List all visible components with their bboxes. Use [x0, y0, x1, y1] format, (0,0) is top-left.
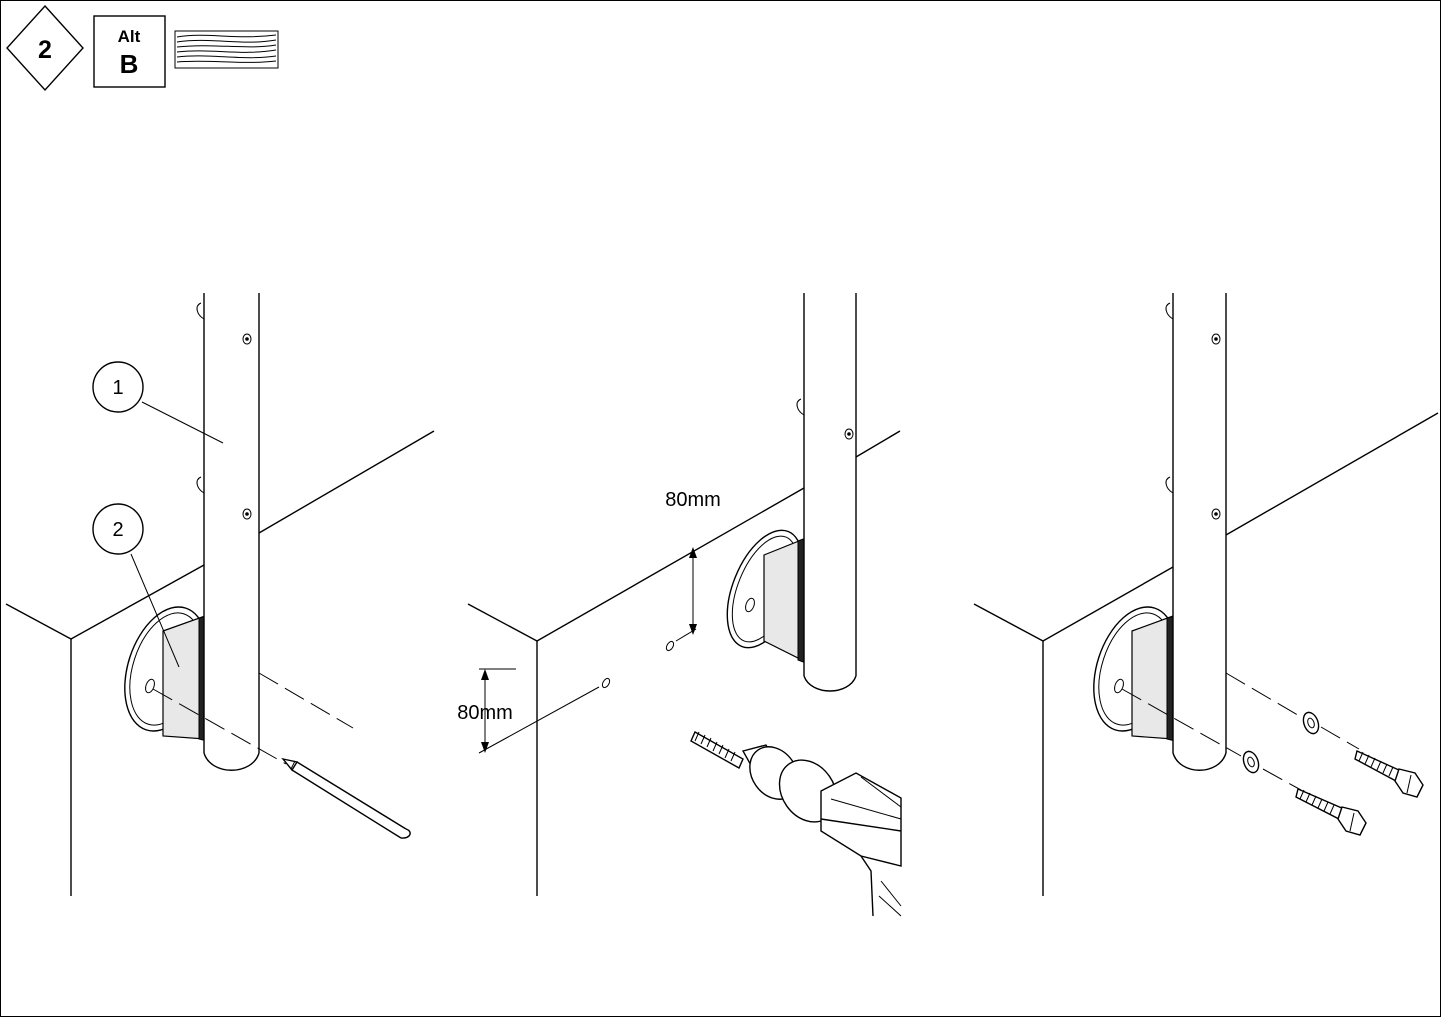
bracket	[1093, 606, 1177, 742]
alt-label-bottom: B	[120, 49, 139, 79]
dimension-lower: 80mm	[457, 668, 600, 754]
panel-drill: 80mm 80mm	[457, 293, 902, 917]
callout-1: 1	[92, 361, 224, 444]
post	[196, 293, 260, 771]
dimension-lower-label: 80mm	[457, 702, 513, 724]
fix-axis-upper	[1225, 672, 1302, 718]
post	[796, 293, 857, 692]
fix-axis-lower	[1121, 688, 1242, 757]
step-badge: 2	[6, 4, 84, 92]
bracket	[726, 529, 807, 664]
washer-icon	[1242, 750, 1260, 774]
pencil-icon	[281, 757, 411, 839]
wood-grain-icon	[174, 30, 279, 69]
mark-line-lower	[152, 688, 287, 765]
panel-mark: 1 2	[5, 293, 435, 896]
bracket	[124, 606, 208, 742]
lag-screw-icon	[1295, 788, 1367, 836]
deck-edge	[5, 430, 435, 896]
callout-2: 2	[92, 503, 180, 668]
deck-edge	[973, 412, 1439, 896]
alternative-badge: Alt B	[93, 15, 166, 88]
step-number: 2	[38, 36, 52, 64]
callout-1-label: 1	[112, 377, 123, 399]
deck-edge	[467, 430, 901, 896]
alt-label-top: Alt	[118, 27, 141, 46]
post	[1165, 293, 1227, 771]
washer-icon	[1302, 711, 1320, 735]
pilot-hole-upper	[665, 640, 675, 652]
drill-icon	[690, 731, 902, 917]
fix-axis-upper-2	[1320, 726, 1360, 750]
fix-axis-lower-2	[1262, 768, 1302, 791]
dimension-upper-label: 80mm	[665, 489, 721, 511]
pilot-hole-lower	[601, 677, 611, 689]
panel-fix	[973, 293, 1439, 896]
mark-line-upper	[258, 672, 354, 729]
dimension-upper: 80mm	[665, 489, 721, 642]
lag-screw-icon	[1354, 750, 1424, 798]
callout-2-label: 2	[112, 519, 123, 541]
